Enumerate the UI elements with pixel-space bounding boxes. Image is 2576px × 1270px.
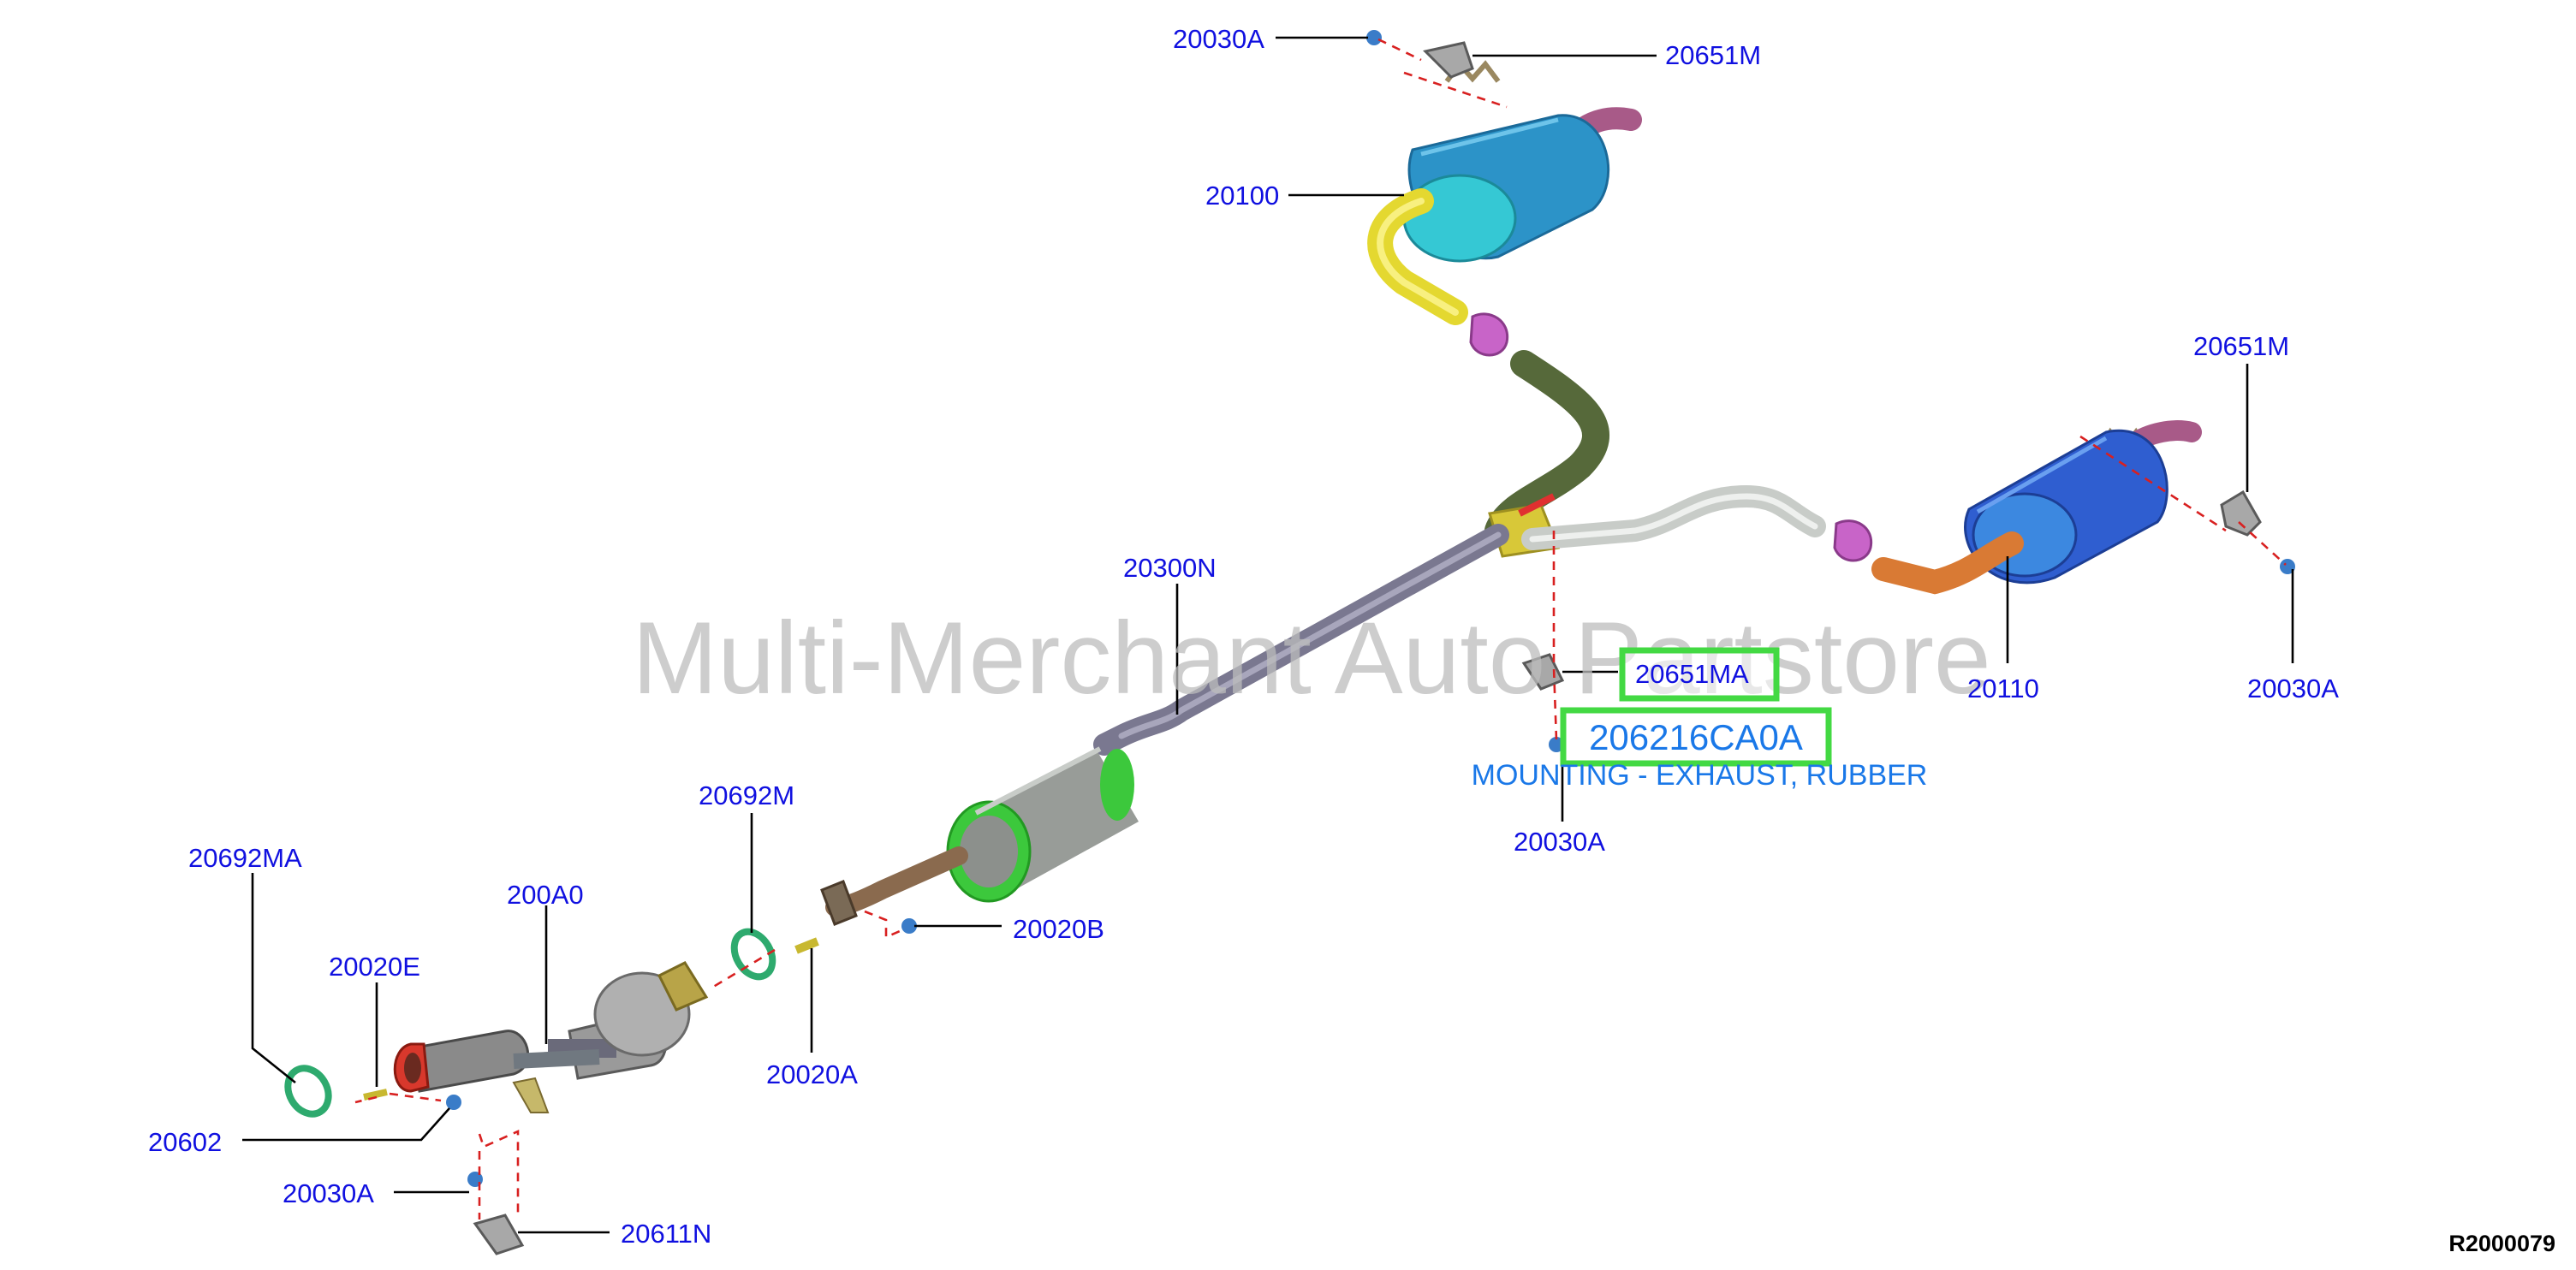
catalytic-converter: [393, 961, 709, 1113]
label-20300N[interactable]: 20300N: [1123, 553, 1217, 583]
center-resonator: [946, 746, 1139, 903]
label-20611N[interactable]: 20611N: [621, 1219, 711, 1249]
highlight-206216CA0A[interactable]: 206216CA0A: [1560, 707, 1832, 767]
hanger-20651M-top: [1423, 41, 1474, 79]
label-20020E[interactable]: 20020E: [329, 952, 420, 982]
rear-pipe-left: [1484, 350, 1609, 544]
label-20602[interactable]: 20602: [148, 1127, 222, 1157]
label-20020A[interactable]: 20020A: [766, 1059, 858, 1089]
label-20651M-right[interactable]: 20651M: [2193, 331, 2289, 361]
bolt-20030A-top: [1366, 30, 1382, 45]
label-20020B[interactable]: 20020B: [1013, 914, 1104, 944]
front-pipe: [825, 846, 968, 917]
label-20110[interactable]: 20110: [1967, 674, 2039, 703]
bolt-20020B: [901, 918, 917, 934]
label-20030A-top[interactable]: 20030A: [1173, 24, 1264, 54]
highlighted-part-description: MOUNTING - EXHAUST, RUBBER: [1472, 759, 1928, 792]
label-20651M-top[interactable]: 20651M: [1665, 40, 1761, 70]
stud-20020E: [363, 1089, 388, 1101]
label-200A0[interactable]: 200A0: [507, 880, 584, 910]
gasket-20692M: [730, 928, 776, 981]
highlighted-part-number[interactable]: 206216CA0A: [1589, 717, 1803, 757]
clamp-upper: [1469, 312, 1509, 357]
label-20692M[interactable]: 20692M: [699, 780, 794, 810]
muffler-right: [1871, 420, 2202, 595]
label-20030A-right[interactable]: 20030A: [2247, 674, 2339, 703]
hanger-20651MA: [1521, 653, 1565, 691]
hanger-20611N: [473, 1214, 525, 1255]
clamp-right: [1833, 519, 1873, 562]
hanger-20651M-right: [2220, 490, 2262, 537]
gasket-20692MA: [284, 1065, 332, 1118]
bolt-20602: [446, 1095, 461, 1110]
highlight-20651MA: [1619, 647, 1780, 702]
label-20030A-bottom[interactable]: 20030A: [283, 1178, 374, 1208]
bolt-20030A-right: [2280, 559, 2295, 574]
parts-illustration: [284, 30, 2295, 1255]
watermark: Multi-Merchant Auto Partstore: [632, 601, 1990, 715]
label-20651MA[interactable]: 20651MA: [1635, 659, 1749, 689]
label-20030A-mid[interactable]: 20030A: [1514, 827, 1605, 857]
leader-lines: [242, 36, 2294, 1234]
label-20100[interactable]: 20100: [1205, 181, 1279, 211]
part-labels: 20030A 20651M 20100 20651M 20300N 20651M…: [148, 24, 2339, 1249]
label-20692MA[interactable]: 20692MA: [188, 843, 302, 873]
stud-20020A: [794, 937, 819, 954]
muffler-left: [1367, 60, 1642, 325]
assembly-lines: [354, 38, 2287, 1220]
diagram-reference-code: R2000079: [2448, 1231, 2555, 1256]
